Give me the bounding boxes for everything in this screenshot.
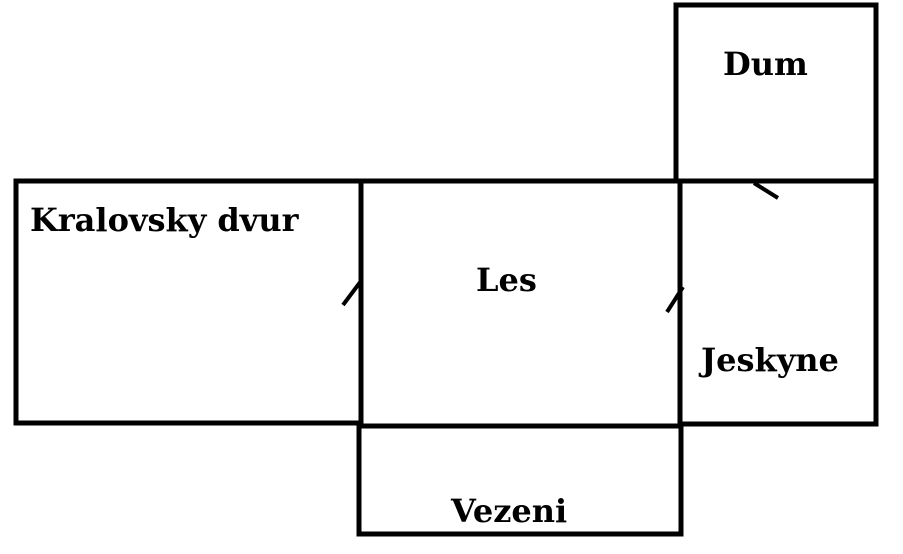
- room-vezeni-box: [356, 423, 684, 537]
- room-vezeni: Vezeni: [356, 423, 684, 537]
- room-dum-label: Dum: [723, 45, 808, 83]
- room-kralovsky-dvur-label: Kralovsky dvur: [30, 201, 300, 239]
- door-dum-jeskyne: [752, 181, 780, 200]
- room-dum-box: [673, 2, 879, 184]
- room-jeskyne-box: [677, 178, 879, 427]
- room-les: Les: [358, 178, 683, 429]
- room-vezeni-label: Vezeni: [450, 492, 567, 530]
- room-jeskyne-label: Jeskyne: [698, 341, 839, 379]
- door-les-jeskyne: [665, 285, 685, 314]
- room-les-box: [358, 178, 683, 429]
- room-jeskyne: Jeskyne: [677, 178, 879, 427]
- room-dum: Dum: [673, 2, 879, 184]
- room-les-label: Les: [476, 261, 537, 299]
- room-kralovsky-dvur-box: [13, 178, 364, 426]
- door-kralovsky-dvur-les: [341, 279, 363, 307]
- room-kralovsky-dvur: Kralovsky dvur: [13, 178, 364, 426]
